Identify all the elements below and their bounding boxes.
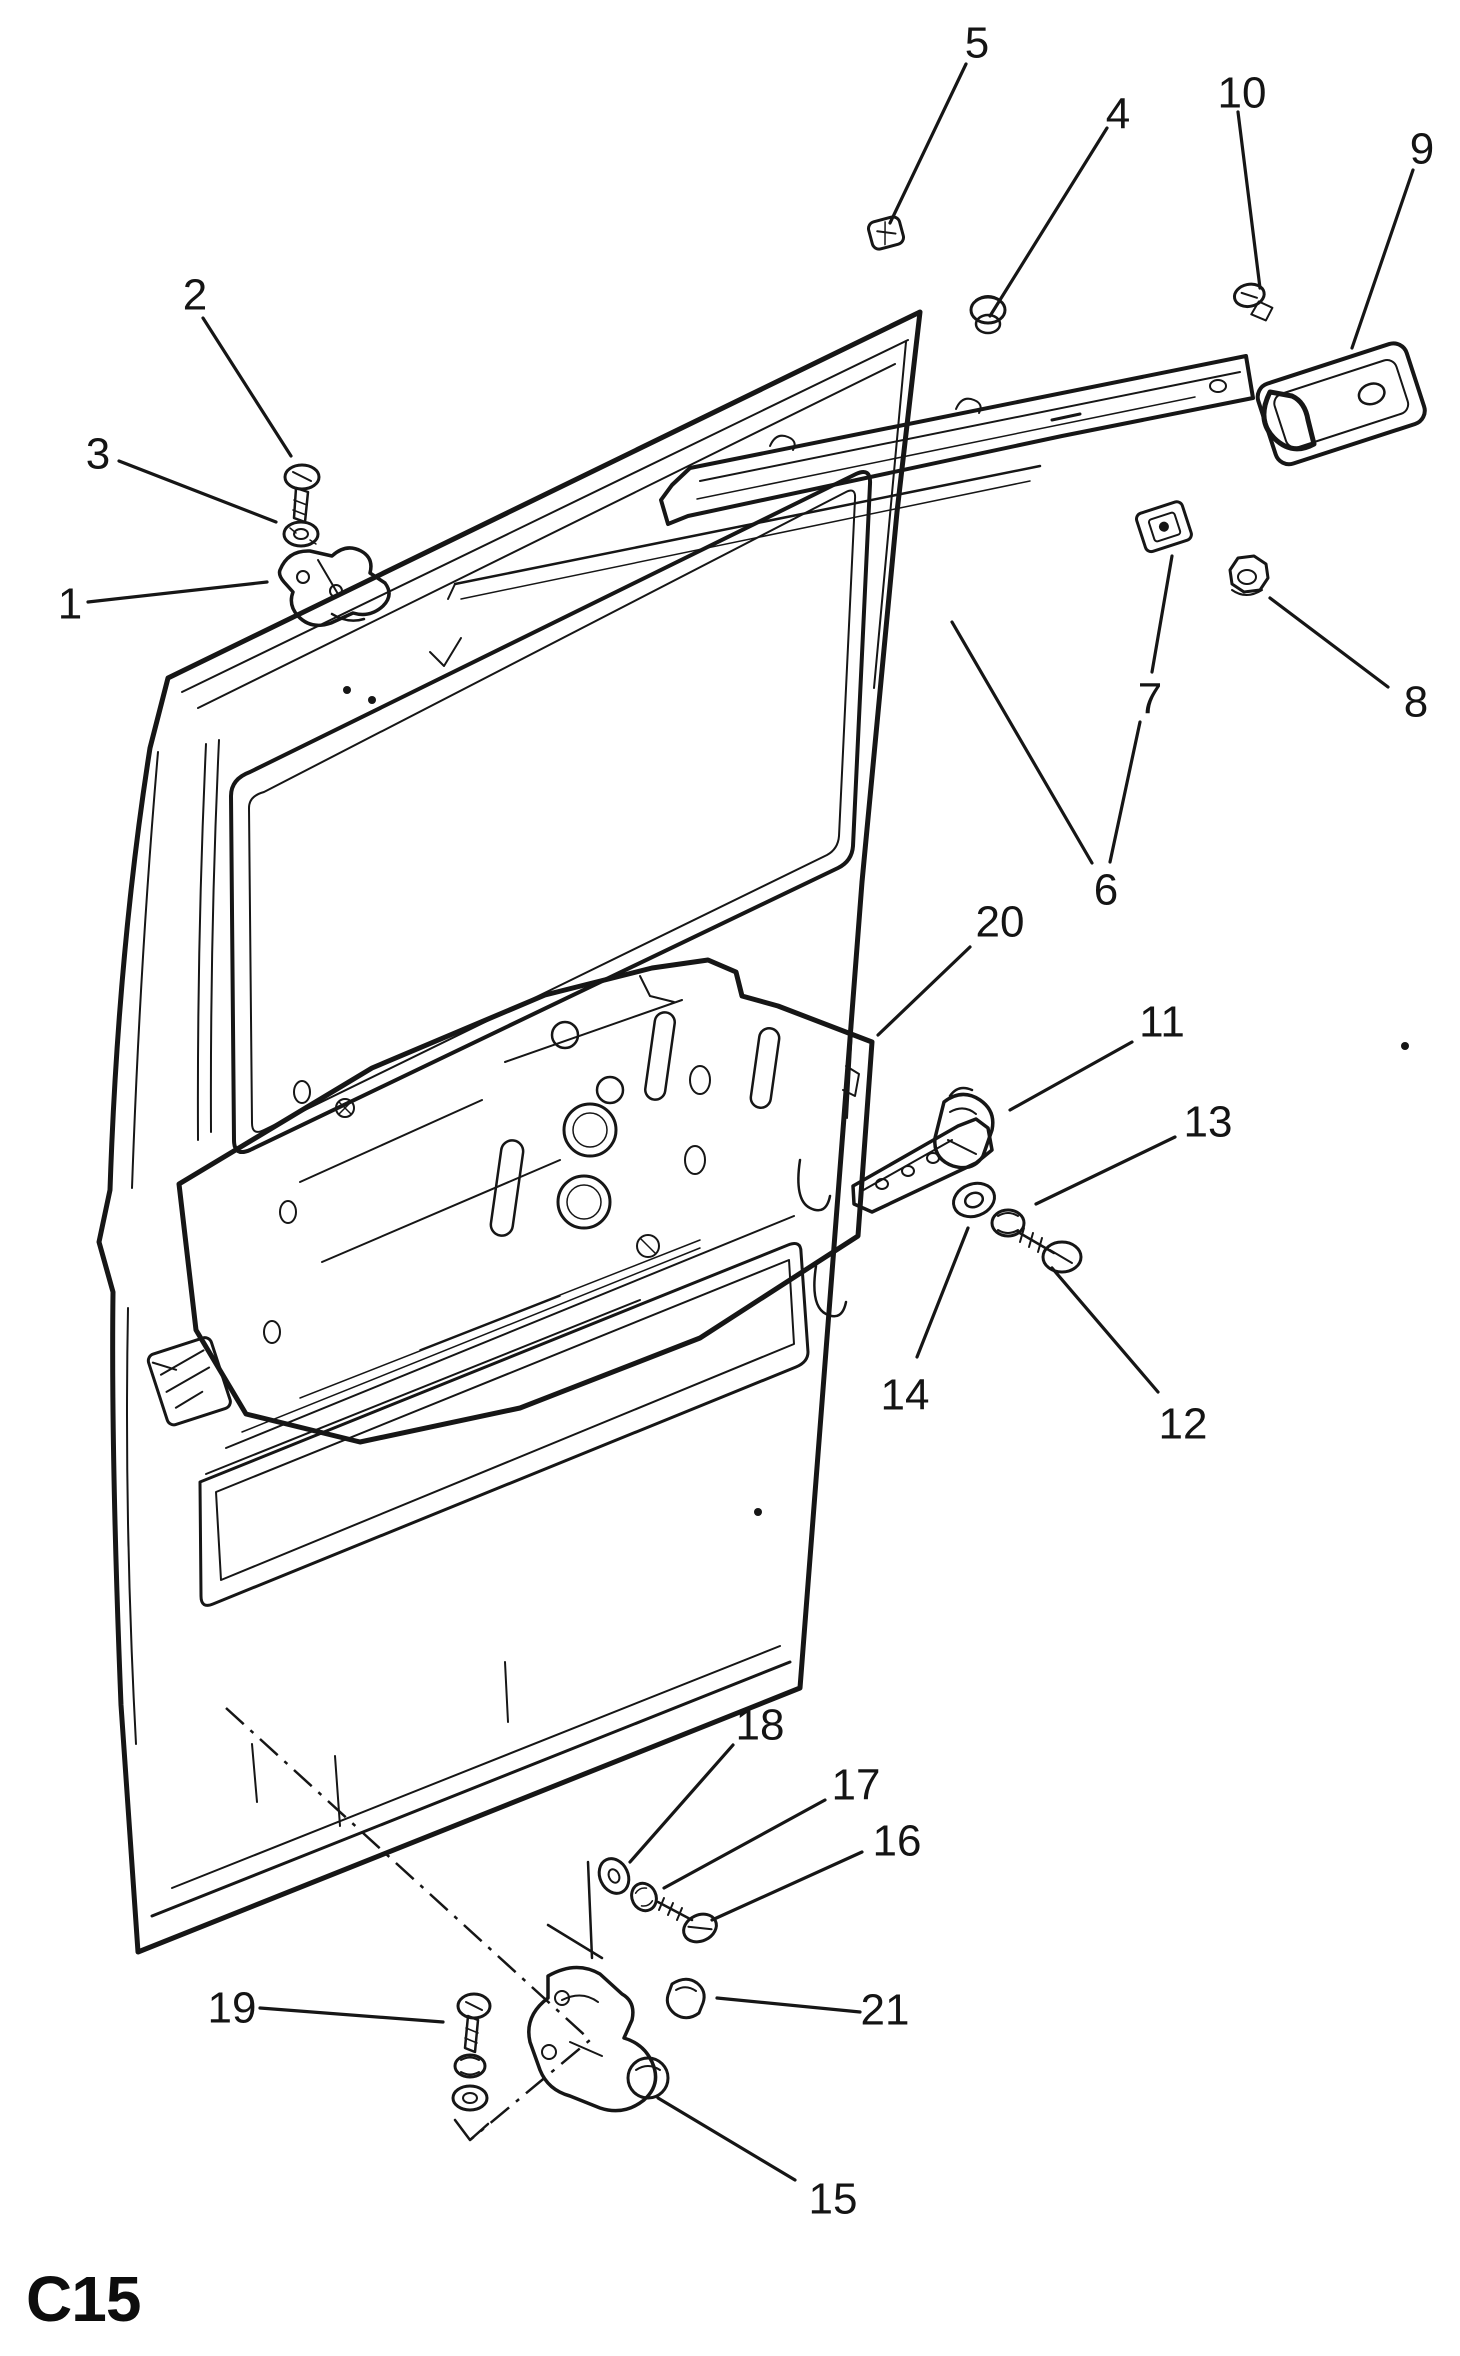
hinge-location-centerline xyxy=(225,1707,592,2142)
leader-line-18 xyxy=(628,1743,735,1864)
leader-line-12 xyxy=(1050,1266,1160,1394)
callout-label-3: 3 xyxy=(86,430,110,479)
callout-label-10: 10 xyxy=(1218,69,1267,118)
leader-line-20 xyxy=(876,945,972,1037)
upper-guide-rail xyxy=(447,354,1255,600)
callout-label-20: 20 xyxy=(976,898,1025,947)
bolt-part16 xyxy=(656,1897,718,1944)
door-label-plate xyxy=(146,1336,232,1427)
door-outer-panel xyxy=(96,309,1409,1955)
center-hinge-part11 xyxy=(851,1086,995,1214)
inner-stamping-details xyxy=(263,999,848,1344)
bolt-part12 xyxy=(1016,1227,1083,1274)
lower-hinge-part15 xyxy=(527,1860,670,2113)
screw-part19 xyxy=(451,1992,492,2112)
callout-label-16: 16 xyxy=(873,1817,922,1866)
callout-label-21: 21 xyxy=(861,1986,910,2035)
callout-label-14: 14 xyxy=(881,1371,930,1420)
callout-label-18: 18 xyxy=(736,1701,785,1750)
callout-label-12: 12 xyxy=(1159,1400,1208,1449)
leader-line-6 xyxy=(1108,720,1142,864)
callout-label-17: 17 xyxy=(832,1761,881,1810)
upper-hinge-part1 xyxy=(277,546,391,628)
leader-line-8 xyxy=(1268,596,1390,689)
leader-line-2 xyxy=(201,316,293,458)
leader-line-11 xyxy=(1008,1040,1134,1112)
washer-part3 xyxy=(282,520,320,548)
page-code: C15 xyxy=(26,2263,141,2335)
rail-end-guide-plate xyxy=(1255,341,1427,467)
callout-label-9: 9 xyxy=(1410,125,1434,174)
inner-access-panel xyxy=(176,957,875,1445)
leader-line-21 xyxy=(715,1996,862,2014)
callout-label-19: 19 xyxy=(208,1984,257,2033)
callout-label-7: 7 xyxy=(1138,675,1162,724)
leader-line-7 xyxy=(1150,554,1174,674)
screw-part10 xyxy=(1232,282,1274,322)
lower-recess-panel xyxy=(198,1215,810,1827)
callout-label-8: 8 xyxy=(1404,678,1428,727)
callout-label-2: 2 xyxy=(183,271,207,320)
leader-line-9 xyxy=(1350,168,1415,350)
washer-part14 xyxy=(952,1181,996,1219)
leader-line-19 xyxy=(258,2006,445,2024)
leader-line-15 xyxy=(656,2096,797,2182)
callout-label-11: 11 xyxy=(1139,998,1185,1047)
clip-nut-part5 xyxy=(866,215,906,251)
leader-line-4 xyxy=(988,126,1109,318)
callout-label-6: 6 xyxy=(1094,866,1118,915)
leader-line-17 xyxy=(662,1798,827,1890)
leader-line-14 xyxy=(915,1226,970,1359)
flange-nut-part8 xyxy=(1228,554,1270,596)
washer-part18 xyxy=(597,1857,631,1895)
leader-line-13 xyxy=(1034,1135,1177,1206)
nut-part17 xyxy=(630,1881,658,1913)
grommet-part4 xyxy=(969,295,1007,335)
guide-plate-bracket xyxy=(1261,389,1317,452)
leader-line-6 xyxy=(950,620,1094,865)
callout-label-15: 15 xyxy=(809,2175,858,2224)
callout-label-13: 13 xyxy=(1184,1098,1233,1147)
leader-line-16 xyxy=(710,1850,864,1922)
callout-label-1: 1 xyxy=(58,580,82,629)
screw-part2 xyxy=(283,463,321,524)
stud-part21 xyxy=(665,1977,706,2020)
leader-line-1 xyxy=(86,580,269,604)
leader-line-5 xyxy=(888,62,968,225)
square-clip-part7 xyxy=(1135,500,1193,554)
leader-line-10 xyxy=(1236,110,1262,290)
leader-line-3 xyxy=(117,459,278,524)
callout-label-5: 5 xyxy=(965,19,989,68)
nut-part13 xyxy=(990,1208,1026,1238)
callout-label-4: 4 xyxy=(1106,90,1130,139)
